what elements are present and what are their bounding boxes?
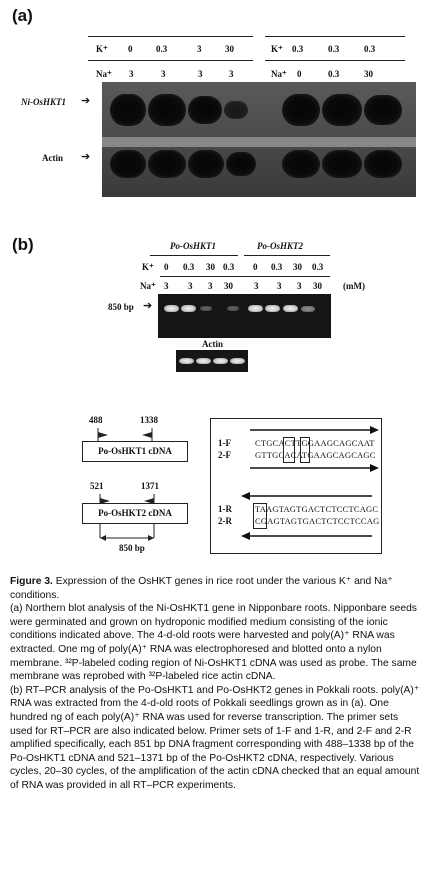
actin-label-a: Actin bbox=[42, 153, 63, 163]
k-value: 0 bbox=[128, 44, 133, 54]
k-value: 30 bbox=[206, 262, 215, 272]
k-value: 0.3 bbox=[183, 262, 195, 272]
na-value: 30 bbox=[224, 281, 233, 291]
forward-arrow-icon bbox=[250, 464, 379, 472]
gene1-start: 488 bbox=[89, 415, 103, 425]
arrow-right-icon: ➔ bbox=[143, 300, 153, 312]
rt-pcr-gel-image bbox=[158, 294, 331, 338]
forward-arrow-icon bbox=[250, 426, 379, 434]
actin-label-b: Actin bbox=[202, 339, 223, 349]
na-value: 3 bbox=[129, 69, 134, 79]
panel-b-mid-rule bbox=[160, 276, 330, 277]
arrow-right-icon: ➔ bbox=[81, 151, 91, 163]
mismatch-box bbox=[283, 437, 295, 463]
mismatch-box bbox=[300, 437, 310, 463]
group2-rule bbox=[244, 255, 330, 256]
k-value: 0.3 bbox=[312, 262, 324, 272]
gene2-cdna-box: Po-OsHKT2 cDNA bbox=[82, 503, 188, 524]
gene1-end: 1338 bbox=[140, 415, 158, 425]
primer-name: 1-F bbox=[218, 438, 231, 448]
k-label: K⁺ bbox=[142, 262, 154, 272]
gene2-end: 1371 bbox=[141, 481, 159, 491]
caption-title-text: Expression of the OsHKT genes in rice ro… bbox=[10, 576, 393, 601]
na-value: 0.3 bbox=[328, 69, 340, 79]
northern-blot-image bbox=[102, 82, 416, 197]
group2-label: Po-OsHKT2 bbox=[257, 241, 303, 251]
k-value: 0.3 bbox=[328, 44, 340, 54]
primer-sequence-box bbox=[210, 418, 382, 554]
figure-caption: Figure 3. Expression of the OsHKT genes … bbox=[10, 575, 422, 793]
caption-title: Figure 3. Expression of the OsHKT genes … bbox=[10, 575, 422, 602]
k-value: 0.3 bbox=[364, 44, 376, 54]
primer-sequence: GTTGCACATGAAGCAGCAGC bbox=[255, 450, 376, 460]
k-value: 0 bbox=[164, 262, 169, 272]
gene1-primer-arrows bbox=[97, 428, 153, 441]
k-value: 30 bbox=[225, 44, 234, 54]
primer-sequence: CGAGTAGTGACTCTCCTCCAG bbox=[255, 516, 380, 526]
primer-sequence: TAAGTAGTGACTCTCCTCAGC bbox=[255, 504, 379, 514]
panel-a-label: (a) bbox=[12, 6, 33, 25]
na-value: 3 bbox=[161, 69, 166, 79]
arrow-right-icon: ➔ bbox=[81, 95, 91, 107]
na-label: Na⁺ bbox=[96, 69, 112, 79]
k-value: 0.3 bbox=[292, 44, 304, 54]
panel-a-rule-right bbox=[265, 36, 405, 37]
k-value: 3 bbox=[197, 44, 202, 54]
na-value: 3 bbox=[198, 69, 203, 79]
na-value: 3 bbox=[164, 281, 169, 291]
primer-name: 1-R bbox=[218, 504, 232, 514]
gene1-cdna-box: Po-OsHKT1 cDNA bbox=[82, 441, 188, 462]
na-value: 3 bbox=[277, 281, 282, 291]
primer-name: 2-F bbox=[218, 450, 231, 460]
na-value: 3 bbox=[254, 281, 259, 291]
reverse-arrow-icon bbox=[241, 532, 372, 540]
product-size-label: 850 bp bbox=[119, 543, 145, 553]
k-value: 30 bbox=[293, 262, 302, 272]
panel-b-label: (b) bbox=[12, 235, 34, 254]
k-label: K⁺ bbox=[271, 44, 283, 54]
figure-label: Figure 3. bbox=[10, 576, 53, 587]
size-marker-label: 850 bp bbox=[108, 302, 134, 312]
na-value: 3 bbox=[208, 281, 213, 291]
na-value: 3 bbox=[188, 281, 193, 291]
actin-gel-image bbox=[176, 350, 248, 372]
k-value: 0.3 bbox=[223, 262, 235, 272]
k-value: 0 bbox=[253, 262, 258, 272]
na-label: Na⁺ bbox=[140, 281, 156, 291]
panel-a-mid-rule bbox=[265, 60, 405, 61]
k-value: 0.3 bbox=[271, 262, 283, 272]
panel-a-mid-rule bbox=[88, 60, 253, 61]
product-size-bracket bbox=[99, 524, 155, 541]
reverse-arrow-icon bbox=[241, 492, 372, 500]
group1-rule bbox=[150, 255, 238, 256]
k-value: 0.3 bbox=[156, 44, 168, 54]
na-value: 3 bbox=[229, 69, 234, 79]
na-value: 30 bbox=[313, 281, 322, 291]
primer-name: 2-R bbox=[218, 516, 232, 526]
k-label: K⁺ bbox=[96, 44, 108, 54]
na-value: 0 bbox=[297, 69, 302, 79]
gene2-start: 521 bbox=[90, 481, 104, 491]
na-value: 30 bbox=[364, 69, 373, 79]
na-value: 3 bbox=[297, 281, 302, 291]
unit-label: (mM) bbox=[343, 281, 365, 291]
caption-para-a: (a) Northern blot analysis of the Ni-OsH… bbox=[10, 603, 417, 683]
caption-para-b: (b) RT–PCR analysis of the Po-OsHKT1 and… bbox=[10, 684, 420, 791]
ni-oshkt1-label: Ni-OsHKT1 bbox=[21, 97, 66, 107]
na-label: Na⁺ bbox=[271, 69, 287, 79]
group1-label: Po-OsHKT1 bbox=[170, 241, 216, 251]
panel-a-rule-left bbox=[88, 36, 253, 37]
primer-sequence: CTGCACTTGGAAGCAGCAAT bbox=[255, 438, 375, 448]
ni-oshkt1-text: Ni-OsHKT1 bbox=[21, 97, 66, 107]
mismatch-box bbox=[253, 503, 267, 529]
